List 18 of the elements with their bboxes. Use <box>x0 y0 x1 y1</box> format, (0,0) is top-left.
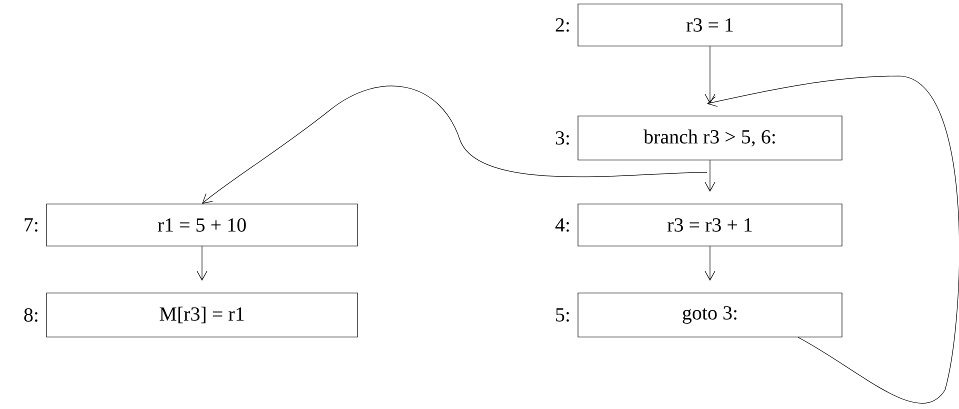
step-number: 7: <box>24 218 38 232</box>
step-number: 5: <box>556 308 569 322</box>
step-number: 2: <box>556 18 569 32</box>
code-box: goto 3: <box>578 292 842 338</box>
code-box: r1 = 5 + 10 <box>46 204 358 246</box>
code-box: r3 = r3 + 1 <box>578 204 842 246</box>
step-number: 8: <box>24 308 38 322</box>
code-box: branch r3 > 5, 6: <box>578 116 842 160</box>
code-box: r3 = 1 <box>578 4 842 46</box>
step-number: 4: <box>555 218 569 232</box>
arrow <box>196 246 208 281</box>
arrow <box>707 76 959 404</box>
arrow <box>202 86 708 204</box>
arrow <box>704 246 716 281</box>
arrow <box>704 46 716 104</box>
code-box: M[r3] = r1 <box>46 292 358 338</box>
arrow <box>704 160 716 192</box>
step-number: 3: <box>556 131 569 145</box>
